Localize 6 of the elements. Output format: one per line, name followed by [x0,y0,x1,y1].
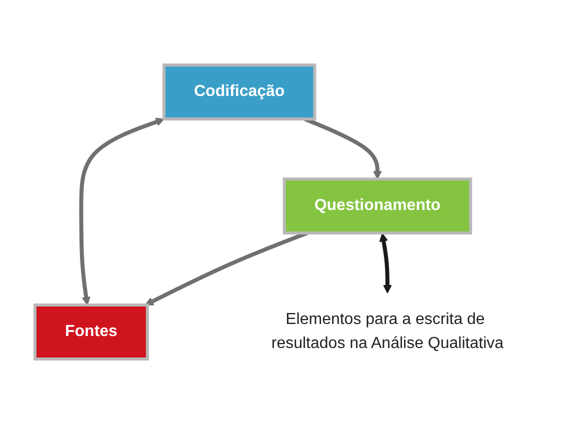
node-box: Fontes [33,303,149,360]
node-text: Elementos para a escrita de resultados na Análise Qualitativa [271,310,504,352]
arrow [79,117,164,305]
node-box: Questionamento [282,177,472,234]
arrow [379,232,392,293]
node-box: Codificação [162,63,316,120]
